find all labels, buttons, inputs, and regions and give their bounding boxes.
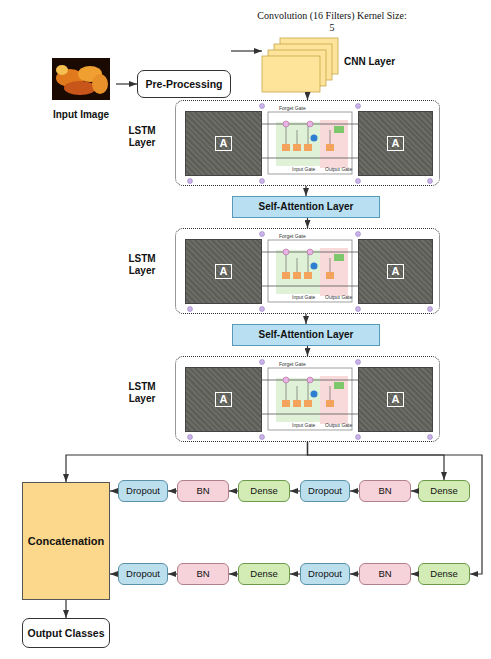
node-text: Convolution (16 Filters) Kernel Size: 5 [256,10,408,33]
lstm-layer: LSTM LayerAA [175,228,440,314]
node-text: BN [378,569,391,580]
node-text: Input Image [36,109,126,121]
connector-arrow [305,314,306,324]
node-text: Pre-Processing [145,78,222,90]
dropout-box: Dropout [118,563,168,585]
lstm-unit: A [358,239,433,304]
bn-box: BN [359,563,411,585]
node-text: Dropout [126,569,160,580]
gate-label: Forget Gate [279,105,306,111]
node-text: LSTM Layer [116,253,168,276]
connector-arrow [65,600,66,618]
lstm-unit: A [185,239,262,304]
lstm-layer: LSTM LayerAA [175,356,440,442]
connector-arrow [229,573,238,574]
connector-arrow [116,83,137,84]
lstm-unit: A [358,111,433,176]
gate-label: Forget Gate [279,233,306,239]
attention-box: Self-Attention Layer [232,324,380,346]
connector-arrow [231,50,262,51]
node-text: A [215,392,233,407]
process-box: Output Classes [22,618,110,648]
dense-box: Dense [238,480,290,502]
node-text: Self-Attention Layer [258,201,353,213]
node-text: A [215,136,233,151]
connector-arrow [307,346,308,356]
node-text: LSTM Layer [116,381,168,404]
connector-arrow [308,442,445,480]
attention-box: Self-Attention Layer [232,196,380,218]
node-text: LSTM Layer [116,125,168,148]
dropout-box: Dropout [300,563,350,585]
connector-arrow [290,573,300,574]
node-text: Dropout [308,486,342,497]
gate-label: Input Gate [292,166,315,172]
node-text: A [215,264,233,279]
node-text: A [387,264,405,279]
bn-box: BN [177,563,229,585]
connector-arrow [305,186,306,196]
node-text: Self-Attention Layer [258,329,353,341]
process-box: Pre-Processing [137,70,231,98]
node-text: Dropout [126,486,160,497]
connector-arrow [290,490,300,491]
dense-box: Dense [418,480,470,502]
connector-arrow [350,573,359,574]
node-text: BN [378,486,391,497]
image-node: Input Image [46,56,116,120]
node-text: Dense [430,569,457,580]
node-text: A [387,392,405,407]
dropout-box: Dropout [300,480,350,502]
dense-box: Dense [238,563,290,585]
connector-arrow [411,573,418,574]
connector-arrow [350,490,359,491]
input-image-art [52,58,110,100]
connector-arrow [110,490,118,491]
node-text: Concatenation [28,535,104,548]
connector-arrow [307,92,308,100]
connector-arrow [110,573,118,574]
node-text: BN [196,486,209,497]
bn-box: BN [177,480,229,502]
cnn-layer: Convolution (16 Filters) Kernel Size: 5C… [262,10,402,92]
lstm-unit: A [185,111,262,176]
lstm-unit: A [185,367,262,432]
connector-arrow [168,490,177,491]
concat-box: Concatenation [22,482,110,600]
gate-label: Output Gate [325,166,352,172]
lstm-layer: LSTM LayerAA [175,100,440,186]
node-text: Dropout [308,569,342,580]
node-text: BN [196,569,209,580]
gate-label: Output Gate [325,294,352,300]
lstm-unit: A [358,367,433,432]
connector-arrow [229,490,238,491]
connector-arrow [168,573,177,574]
bn-box: BN [359,480,411,502]
connector-arrow [308,442,483,574]
dropout-box: Dropout [118,480,168,502]
gate-label: Input Gate [292,422,315,428]
node-text: A [387,136,405,151]
dense-box: Dense [418,563,470,585]
node-text: Dense [250,486,277,497]
node-text: CNN Layer [344,56,395,68]
node-text: Dense [250,569,277,580]
gate-label: Input Gate [292,294,315,300]
connector-arrow [411,490,418,491]
gate-label: Forget Gate [279,361,306,367]
connector-arrow [307,218,308,228]
node-text: Output Classes [27,627,104,639]
gate-label: Output Gate [325,422,352,428]
node-text: Dense [430,486,457,497]
connector-arrow [66,442,308,482]
cnn-filter-stack [262,38,338,92]
